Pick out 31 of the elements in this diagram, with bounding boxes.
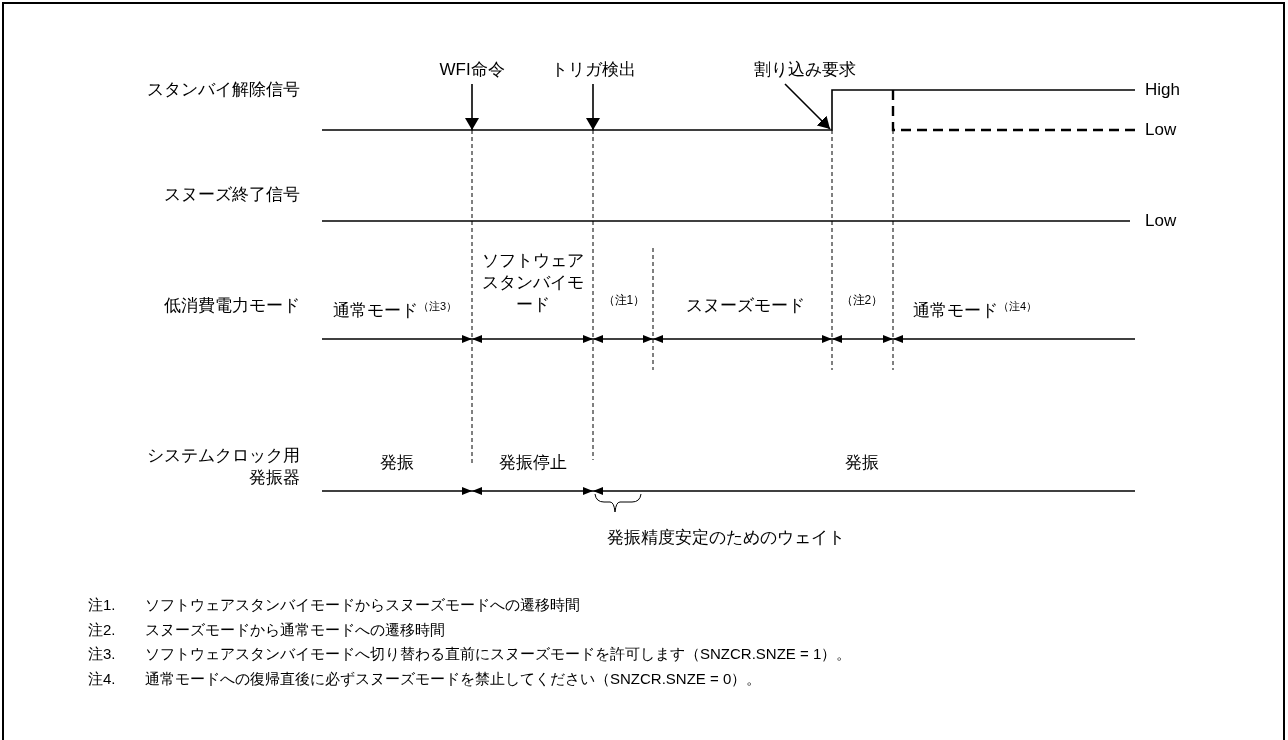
note-text: 通常モードへの復帰直後に必ずスヌーズモードを禁止してください（SNZCR.SNZE = 0）。 xyxy=(145,670,762,688)
note-text: ソフトウェアスタンバイモードからスヌーズモードへの遷移時間 xyxy=(145,596,580,614)
mode-label: ソフトウェアスタンバイモード xyxy=(481,250,585,316)
note-reference: （注1） xyxy=(602,292,646,309)
signal-name: システムクロック用発振器 xyxy=(146,445,300,489)
note-number: 注2. xyxy=(88,621,116,639)
mode-label: 通常モード$^{（注4）}$ xyxy=(913,299,1038,321)
note-number: 注1. xyxy=(88,596,116,614)
annotation-text: トリガ検出 xyxy=(550,60,636,80)
level-label: High xyxy=(1145,80,1180,100)
note-reference: （注2） xyxy=(840,292,884,309)
note-number: 注3. xyxy=(88,645,116,663)
annotation-text: 割り込み要求 xyxy=(754,60,856,80)
annotation-text: WFI命令 xyxy=(439,60,505,80)
brace-label: 発振精度安定のためのウェイト xyxy=(607,528,845,548)
state-label: 発振停止 xyxy=(499,453,567,473)
note-text: スヌーズモードから通常モードへの遷移時間 xyxy=(145,621,445,639)
state-label: 発振 xyxy=(845,453,879,473)
note-number: 注4. xyxy=(88,670,116,688)
signal-name: 低消費電力モード xyxy=(164,296,300,316)
note-text: ソフトウェアスタンバイモードへ切り替わる直前にスヌーズモードを許可します（SNZCR.SNZE = 1）。 xyxy=(145,645,852,663)
arrow xyxy=(465,83,479,131)
level-label: Low xyxy=(1145,120,1177,140)
arrow xyxy=(784,83,831,130)
mode-label: スヌーズモード xyxy=(685,296,805,316)
level-label: Low xyxy=(1145,211,1177,231)
arrow xyxy=(586,83,600,131)
signal-name: スタンバイ解除信号 xyxy=(147,80,300,100)
mode-label: 通常モード$^{（注3）}$ xyxy=(333,299,458,321)
signal-name: スヌーズ終了信号 xyxy=(164,185,300,205)
state-label: 発振 xyxy=(380,453,414,473)
